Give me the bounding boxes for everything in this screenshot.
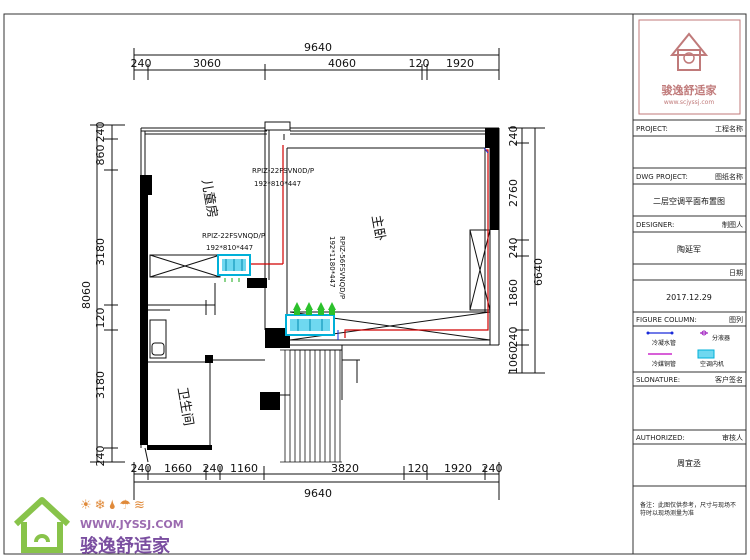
bottom-dim-3: 240 (203, 462, 224, 475)
left-dim-1: 240 (94, 122, 107, 143)
right-dim-3: 240 (507, 238, 520, 259)
top-dimension-lines (133, 48, 500, 80)
left-dim-4: 120 (94, 308, 107, 329)
unit-top-size: 192*810*447 (254, 180, 301, 188)
room-label-master: 主卧 (368, 214, 387, 242)
room-label-bathroom: 卫生间 (174, 386, 196, 427)
authorized-cn: 审核人 (722, 433, 743, 442)
left-dim-5: 3180 (94, 371, 107, 399)
top-dim-3: 4060 (328, 57, 356, 70)
legend-distributor: 分液器 (712, 334, 730, 342)
left-dim-2: 860 (94, 145, 107, 166)
walls (140, 121, 500, 463)
structural-columns (140, 128, 499, 450)
right-dim-4: 1860 (507, 279, 520, 307)
bottom-total-dim: 9640 (304, 487, 332, 500)
right-dim-6: 1060 (507, 346, 520, 374)
title-logo-url: www.scjyssj.com (664, 99, 715, 106)
green-arrows-kids (224, 278, 240, 282)
authorized-label: AUTHORIZED: (636, 434, 685, 442)
bottom-dim-1: 240 (131, 462, 152, 475)
figure-label: FIGURE COLUMN: (636, 316, 697, 324)
right-dim-5: 240 (507, 327, 520, 348)
designer-value: 陶延军 (677, 244, 701, 254)
bottom-dim-2: 1660 (164, 462, 192, 475)
unit-master-model: RPIZ-56FSVNQD/P (338, 236, 346, 299)
signature-label: SLONATURE: (636, 376, 680, 384)
legend-swatches (646, 330, 715, 359)
signature-cn: 客户签名 (715, 375, 743, 384)
watermark: ☀❄🌢☂≋ WWW.JYSSJ.COM 骏逸舒适家 (8, 494, 188, 557)
designer-cn: 制图人 (722, 220, 743, 229)
room-label-kids: 儿童房 (198, 178, 221, 219)
right-dimension-lines (508, 127, 545, 374)
drawing-frame (3, 13, 747, 555)
right-dim-2: 2760 (507, 179, 520, 207)
left-total-dim: 8060 (80, 281, 93, 309)
pipe-blue (337, 147, 489, 340)
title-block (632, 13, 747, 555)
ac-unit-kids (217, 254, 251, 276)
top-total-dim: 9640 (304, 41, 332, 54)
watermark-brand: 骏逸舒适家 (80, 536, 170, 557)
right-dim-1: 240 (507, 126, 520, 147)
bottom-dim-8: 240 (482, 462, 503, 475)
watermark-url: WWW.JYSSJ.COM (80, 518, 184, 531)
legend-refrigerant: 冷媒铜管 (652, 360, 676, 368)
dwg-label: DWG PROJECT: (636, 173, 688, 181)
watermark-house-icon (13, 497, 71, 553)
unit-kids-model: RPIZ-22FSVNQD/P (202, 232, 265, 240)
date-cn: 日期 (729, 269, 743, 277)
staircase (280, 349, 342, 463)
date-value: 2017.12.29 (666, 293, 712, 302)
designer-label: DESIGNER: (636, 221, 674, 229)
bottom-dim-7: 1920 (444, 462, 472, 475)
figure-cn: 图列 (729, 315, 743, 324)
title-logo (638, 19, 741, 115)
left-dimension-lines (90, 124, 125, 463)
bottom-dim-4: 1160 (230, 462, 258, 475)
bottom-dim-5: 3820 (331, 462, 359, 475)
top-dim-4: 120 (409, 57, 430, 70)
project-cn: 工程名称 (715, 124, 743, 133)
project-label: PROJECT: (636, 125, 668, 133)
watermark-weather-icons: ☀❄🌢☂≋ (80, 498, 148, 513)
pipe-red (250, 145, 489, 338)
top-dim-5: 1920 (446, 57, 474, 70)
unit-kids-size: 192*810*447 (206, 244, 253, 252)
ac-unit-master (285, 302, 336, 336)
unit-master-size: 192*1180*447 (328, 236, 336, 288)
left-dim-6: 240 (94, 446, 107, 467)
authorized-value: 周宜丞 (677, 458, 701, 468)
legend-indoor-unit: 空调内机 (700, 360, 724, 368)
top-dim-2: 3060 (193, 57, 221, 70)
title-block-note: 备注：此图仅供参考，尺寸与现场不符时以现场测量为准 (640, 502, 737, 517)
bottom-dimension-lines (133, 462, 500, 500)
left-dim-3: 3180 (94, 238, 107, 266)
bottom-dim-6: 120 (408, 462, 429, 475)
title-logo-brand: 骏逸舒适家 (662, 83, 718, 97)
dwg-value: 二层空调平面布置图 (653, 196, 725, 206)
legend-condensate: 冷凝水管 (652, 339, 676, 347)
right-total-dim: 6640 (532, 258, 545, 286)
top-dim-1: 240 (131, 57, 152, 70)
dwg-cn: 图纸名称 (715, 172, 743, 181)
unit-top-model: RPIZ-22FSVN0D/P (252, 167, 314, 175)
